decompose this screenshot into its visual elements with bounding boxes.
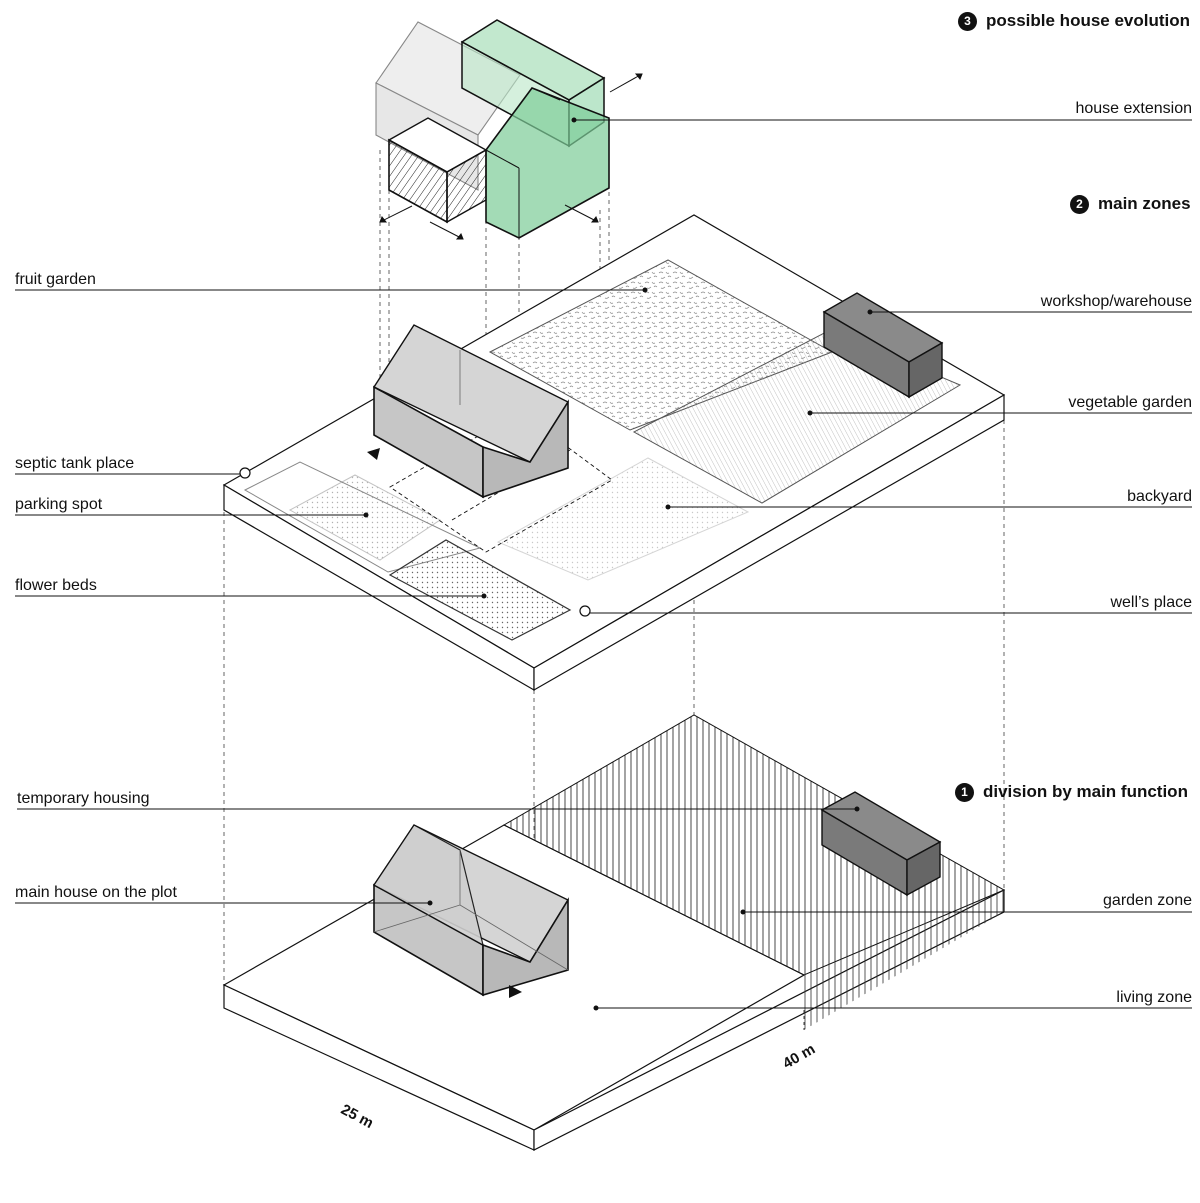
label-fruit-garden: fruit garden: [15, 271, 96, 288]
level-3-house-evolution: [375, 19, 643, 240]
backyard-area: [496, 457, 750, 581]
label-main-house-on-the-plot: main house on the plot: [15, 884, 177, 901]
label-backyard: backyard: [1127, 488, 1192, 505]
section-heading-3: 3 possible house evolution: [958, 11, 1190, 31]
label-vegetable-garden: vegetable garden: [1068, 394, 1192, 411]
section-number-badge: 2: [1070, 194, 1089, 214]
label-garden-zone: garden zone: [1103, 892, 1192, 909]
label-living-zone: living zone: [1116, 989, 1192, 1006]
label-wells-place: well’s place: [1110, 594, 1192, 611]
label-septic-tank-place: septic tank place: [15, 455, 135, 472]
workshop-volume: [822, 292, 944, 399]
section-heading-2: 2 main zones: [1070, 194, 1191, 214]
label-temporary-housing: temporary housing: [17, 790, 150, 807]
section-heading-1: 1 division by main function: [955, 782, 1188, 802]
leader-dots: [363, 117, 873, 1011]
parking-area: [288, 474, 441, 561]
level-2-house-volume: [367, 324, 570, 499]
label-house-extension: house extension: [1075, 100, 1192, 117]
label-workshop-warehouse: workshop/warehouse: [1040, 293, 1192, 310]
section-number-badge: 3: [958, 11, 977, 31]
level-1-plot: [222, 714, 1006, 1151]
section-title: main zones: [1098, 194, 1191, 213]
level-2-plot: [222, 214, 1006, 692]
section-number-badge: 1: [955, 782, 974, 802]
main-house-volume: [372, 824, 569, 998]
label-parking-spot: parking spot: [15, 496, 103, 513]
label-flower-beds: flower beds: [15, 577, 97, 594]
flower-beds-area: [388, 539, 572, 641]
section-title: division by main function: [983, 782, 1188, 801]
leader-lines: [15, 119, 1192, 1009]
section-title: possible house evolution: [986, 11, 1191, 30]
